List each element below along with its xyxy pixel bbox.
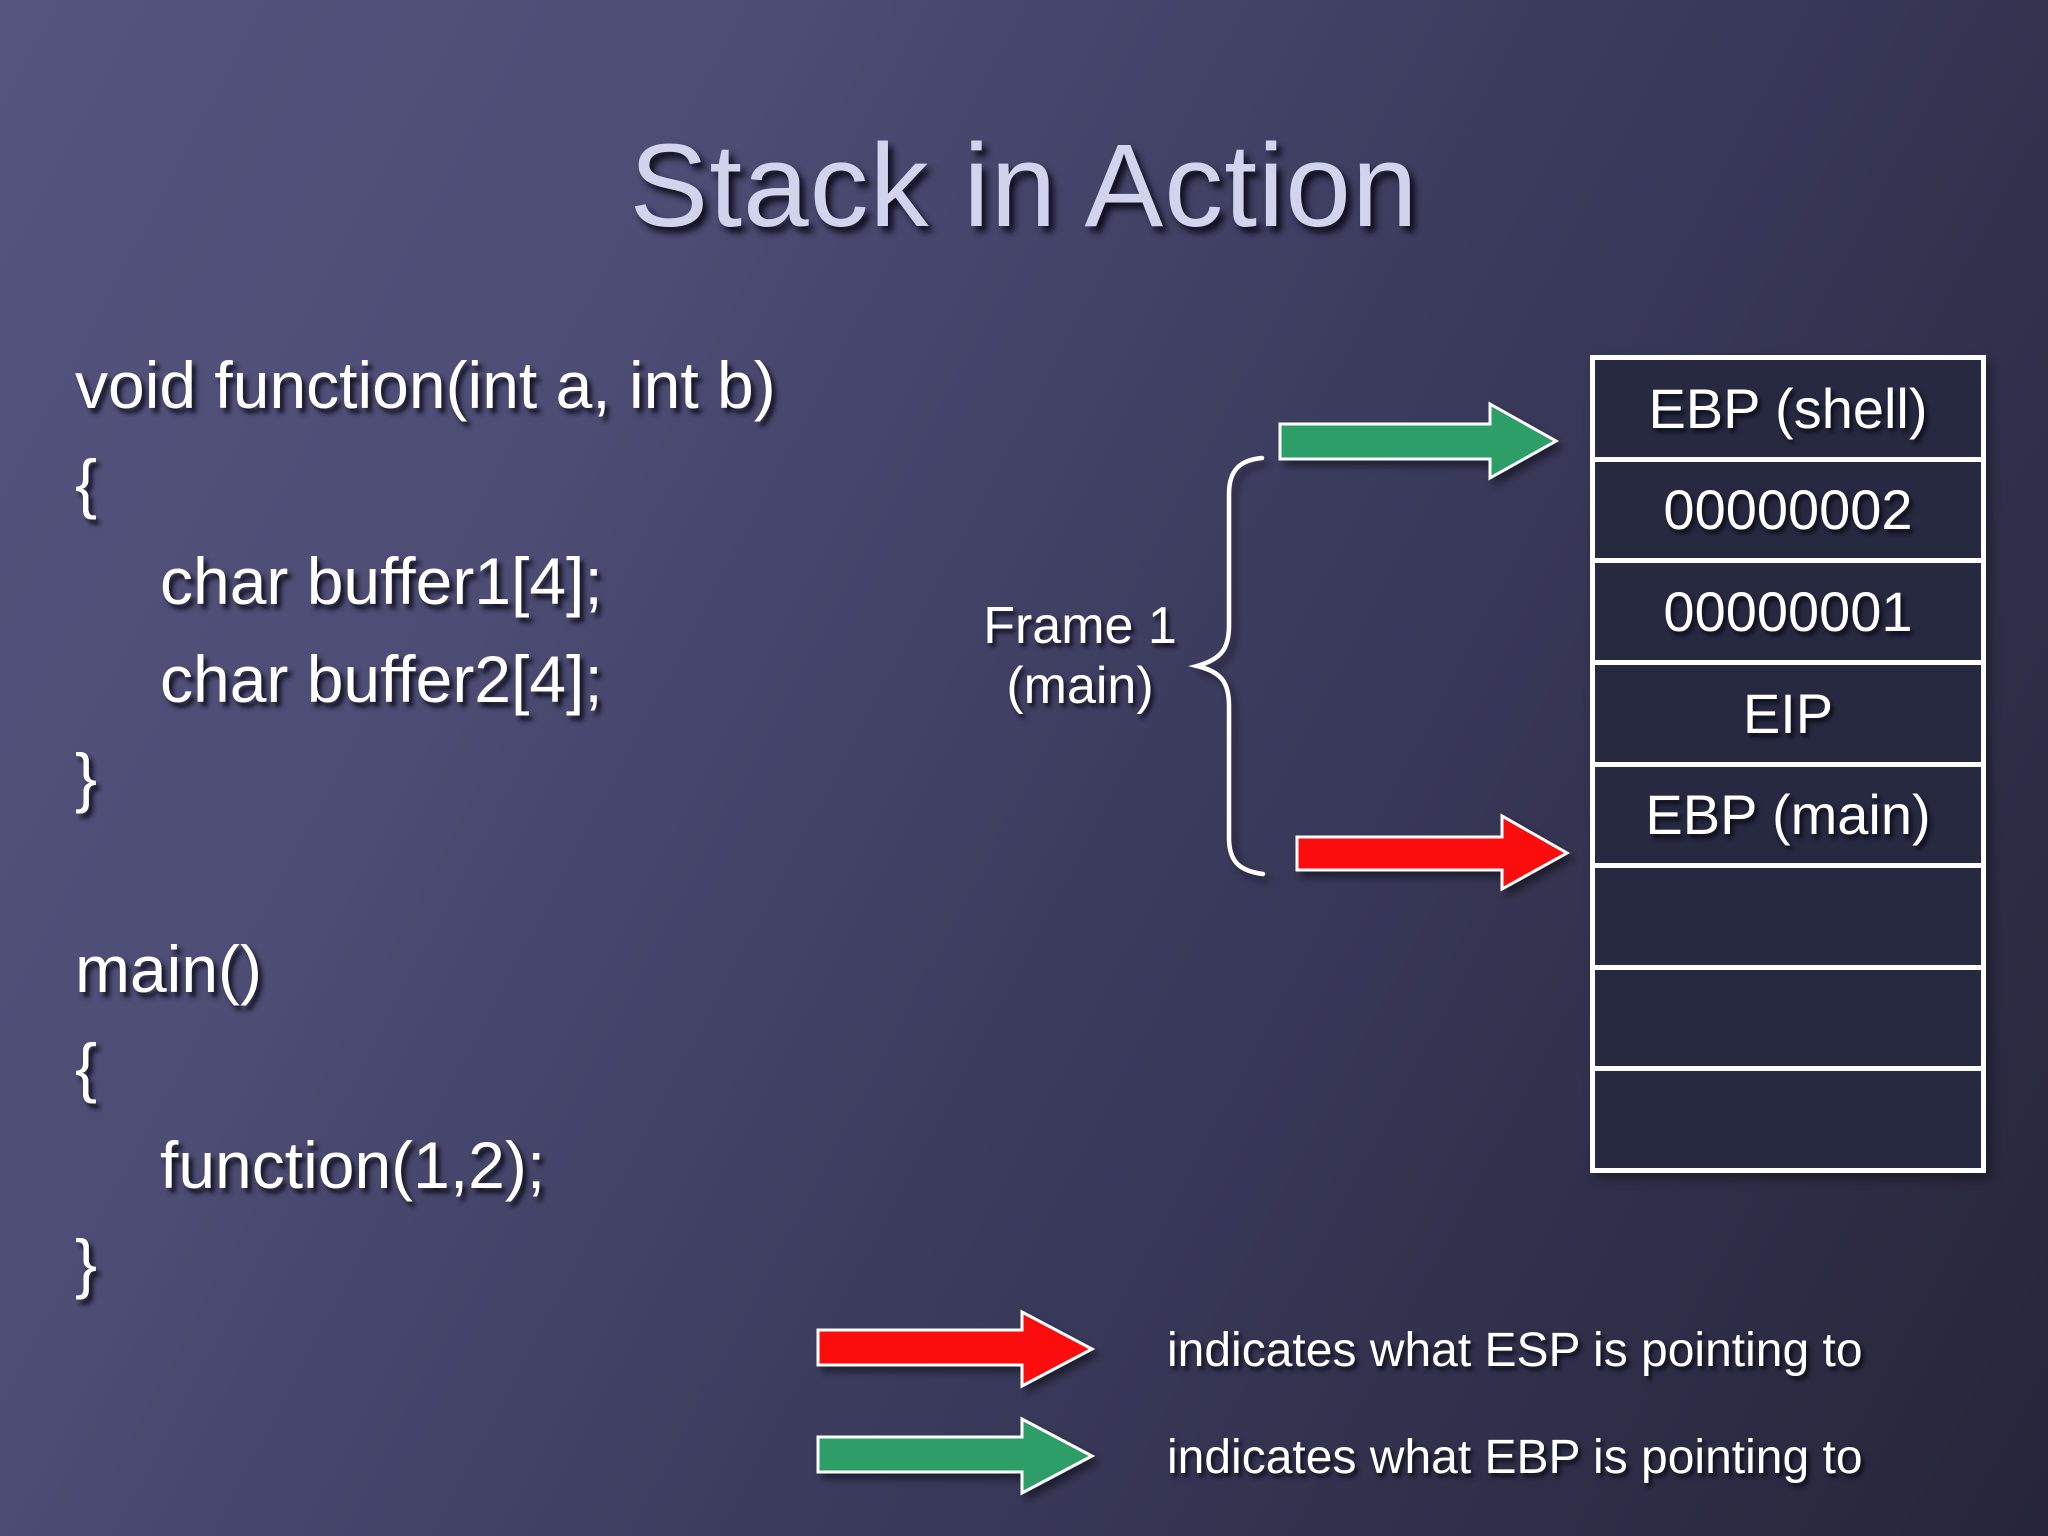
code-line: function(1,2); xyxy=(160,1128,546,1202)
code-line: } xyxy=(75,1226,98,1300)
code-line: char buffer2[4]; xyxy=(160,642,603,716)
frame-label-line2: (main) xyxy=(1006,657,1154,715)
code-line: void function(int a, int b) xyxy=(75,348,776,422)
stack-row: 00000001 xyxy=(1595,563,1981,665)
code-line: } xyxy=(75,740,98,814)
legend-red-arrow xyxy=(816,1309,1096,1389)
legend-green-arrow xyxy=(816,1416,1096,1496)
code-snippet-main: main() { function(1,2); } xyxy=(75,920,545,1312)
code-line: { xyxy=(75,446,98,520)
stack-row: EBP (main) xyxy=(1595,767,1981,869)
stack-row: 00000002 xyxy=(1595,462,1981,564)
stack-row-empty xyxy=(1595,868,1981,970)
stack-row: EBP (shell) xyxy=(1595,360,1981,462)
code-snippet-function: void function(int a, int b) { char buffe… xyxy=(75,336,776,826)
stack-row-empty xyxy=(1595,970,1981,1072)
code-line: char buffer1[4]; xyxy=(160,544,603,618)
frame-brace xyxy=(1188,455,1266,877)
code-line: main() xyxy=(75,932,263,1006)
code-line: { xyxy=(75,1030,98,1104)
esp-pointer-arrow xyxy=(1295,813,1571,892)
slide-title: Stack in Action xyxy=(629,120,1419,252)
legend-esp-text: indicates what ESP is pointing to xyxy=(1167,1324,1863,1377)
frame-label-line1: Frame 1 xyxy=(983,597,1177,655)
ebp-pointer-arrow xyxy=(1278,401,1560,481)
stack-table: EBP (shell) 00000002 00000001 EIP EBP (m… xyxy=(1590,355,1986,1173)
stack-row: EIP xyxy=(1595,665,1981,767)
stack-row-empty xyxy=(1595,1071,1981,1168)
legend-ebp-text: indicates what EBP is pointing to xyxy=(1167,1431,1863,1484)
frame-label: Frame 1 (main) xyxy=(955,596,1205,716)
